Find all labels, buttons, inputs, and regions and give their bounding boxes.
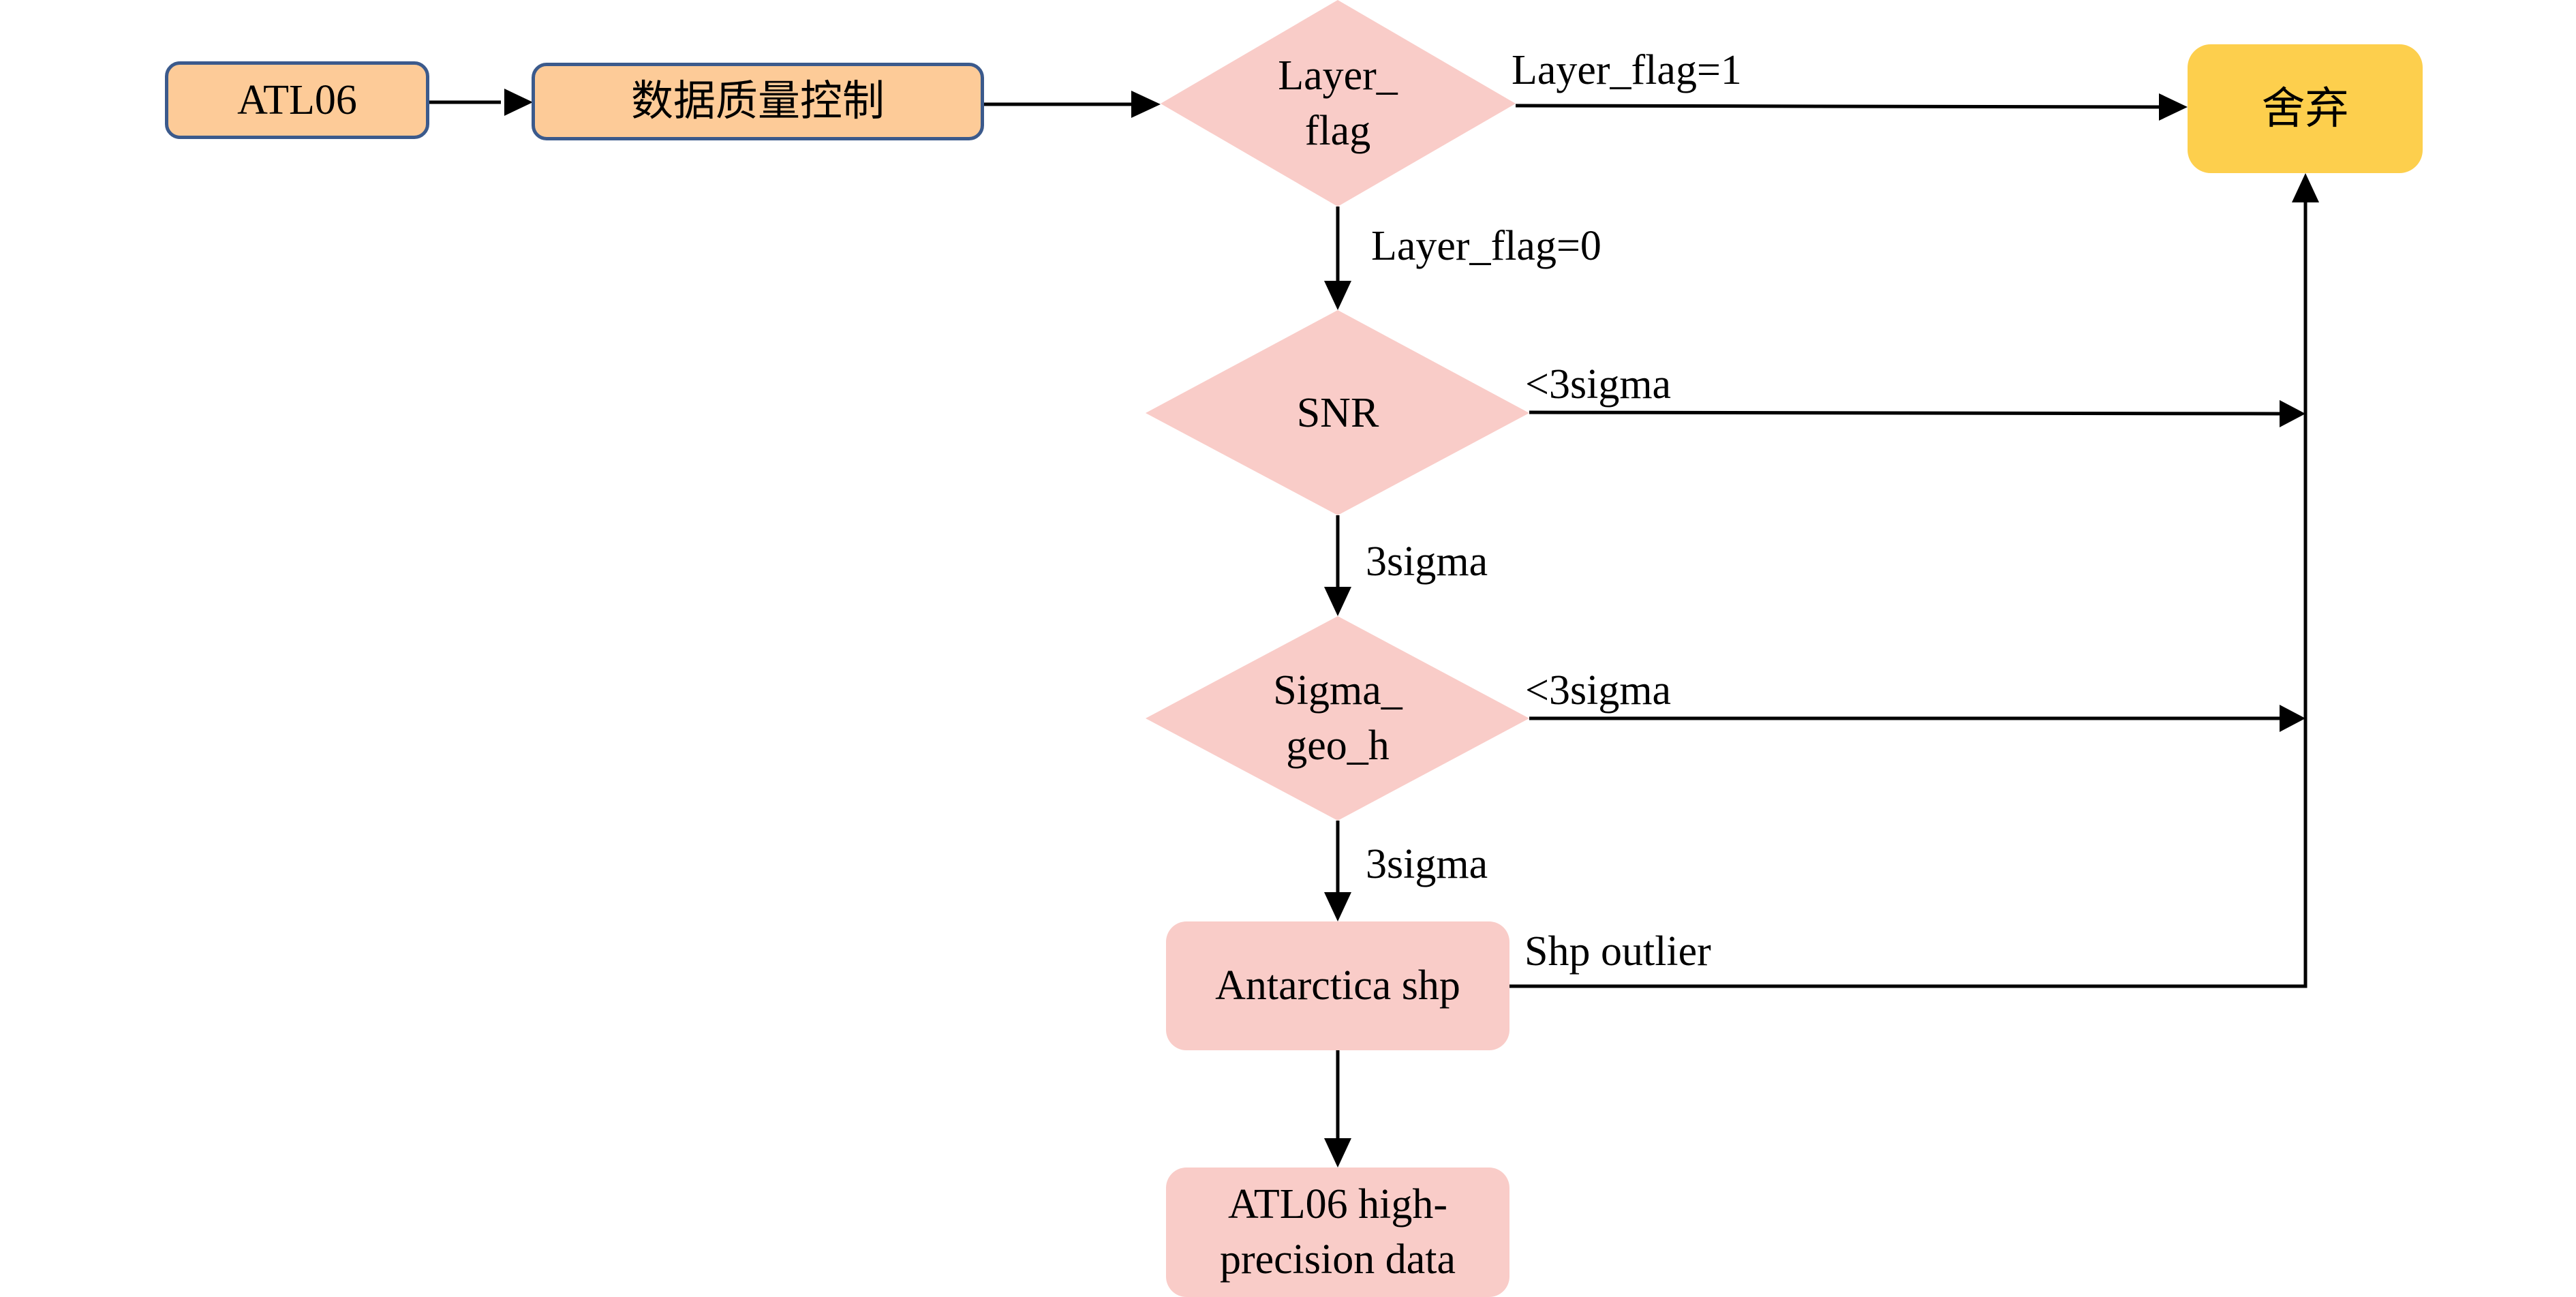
sigma-geo-h-diamond <box>1146 616 1529 821</box>
edge-snr-to-discard <box>1529 410 2280 416</box>
sigma-geo-h-label-line2: geo_h <box>1286 722 1390 769</box>
node-atl06-label: ATL06 <box>237 76 357 123</box>
layer-flag-diamond <box>1161 0 1516 207</box>
arrowhead <box>1324 587 1351 616</box>
edge-label-snr-3sigma: 3sigma <box>1366 538 1488 585</box>
snr-diamond <box>1146 310 1529 515</box>
edge-label-sigma-3sigma: 3sigma <box>1366 841 1488 887</box>
edge-label-sigma-lt-3sigma: <3sigma <box>1525 667 1672 714</box>
edge-antarctica-to-discard <box>1509 202 2307 988</box>
edge-label-layer-flag-1: Layer_flag=1 <box>1512 47 1742 93</box>
edge-label-shp-outlier: Shp outlier <box>1524 928 1711 975</box>
node-high-precision-label-line1: ATL06 high- <box>1227 1181 1448 1228</box>
arrowhead <box>504 89 533 116</box>
node-discard: 舍弃 <box>2188 44 2423 173</box>
edge-layer-flag-to-discard <box>1515 104 2160 109</box>
layer-flag-label: Layer_ flag <box>1201 35 1474 172</box>
arrowhead <box>1131 91 1161 118</box>
arrowhead <box>1324 892 1351 921</box>
layer-flag-label-line2: flag <box>1304 108 1371 154</box>
arrowhead <box>1324 1138 1351 1168</box>
edge-label-snr-lt-3sigma: <3sigma <box>1525 361 1672 408</box>
snr-label-text: SNR <box>1296 389 1379 436</box>
node-discard-label: 舍弃 <box>2261 84 2349 133</box>
layer-flag-label-line1: Layer_ <box>1278 52 1398 100</box>
node-antarctica-shp: Antarctica shp <box>1166 921 1509 1050</box>
node-antarctica-shp-label: Antarctica shp <box>1215 962 1460 1009</box>
arrowhead <box>2280 705 2305 732</box>
node-high-precision-label-line2: precision data <box>1219 1236 1456 1283</box>
snr-label: SNR <box>1201 345 1474 481</box>
node-quality-control-label: 数据质量控制 <box>630 78 885 125</box>
node-atl06: ATL06 <box>165 61 429 139</box>
node-high-precision: ATL06 high- precision data <box>1166 1168 1509 1297</box>
arrowhead <box>1324 281 1351 310</box>
node-quality-control: 数据质量控制 <box>532 63 984 140</box>
sigma-geo-h-label: Sigma_ geo_h <box>1201 650 1474 787</box>
arrowhead <box>2292 173 2319 202</box>
arrowhead <box>2280 400 2305 427</box>
edge-label-layer-flag-0: Layer_flag=0 <box>1371 223 1601 269</box>
arrowhead <box>2159 93 2188 121</box>
sigma-geo-h-label-line1: Sigma_ <box>1273 667 1402 714</box>
